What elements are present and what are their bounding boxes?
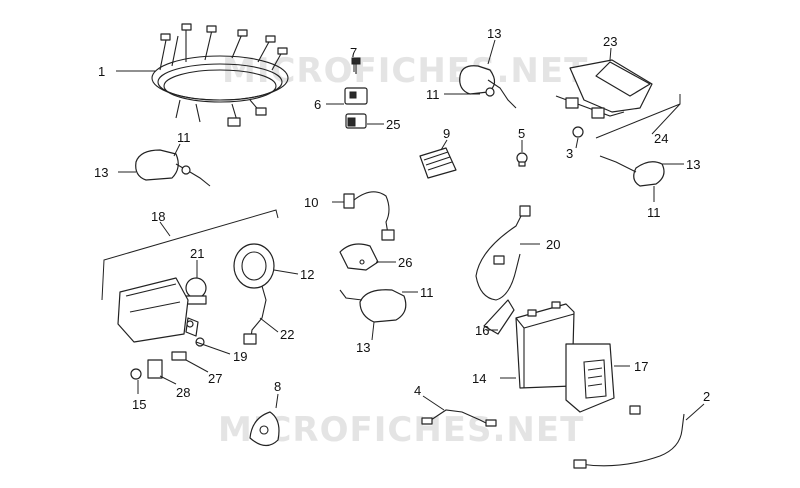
callout-13-center: 13 (356, 340, 370, 355)
callout-5: 5 (518, 126, 525, 141)
callout-16: 16 (475, 323, 489, 338)
callout-26: 26 (398, 255, 412, 270)
headlight-unit (117, 277, 189, 343)
cable-4 (421, 409, 497, 427)
headlight-bulb (185, 277, 207, 305)
callout-14: 14 (472, 371, 486, 386)
turn-signal-rear-left (339, 289, 407, 323)
callout-11-center: 11 (420, 285, 434, 300)
callout-25: 25 (386, 117, 400, 132)
callout-23: 23 (603, 34, 617, 49)
turn-signal-front-left (135, 149, 211, 187)
callout-12: 12 (300, 267, 314, 282)
watermark-top: MICROFICHES.NET (222, 51, 588, 91)
turn-signal-rear-right (599, 155, 665, 187)
callout-9: 9 (443, 126, 450, 141)
callout-11-left: 11 (177, 130, 191, 145)
bracket-26 (339, 243, 379, 271)
headlight-shell (233, 243, 275, 345)
turn-signal-front-right (459, 65, 517, 109)
callout-2: 2 (703, 389, 710, 404)
horn (249, 411, 280, 447)
callout-8: 8 (274, 379, 281, 394)
callout-13-top: 13 (487, 26, 501, 41)
callout-3: 3 (566, 146, 573, 161)
bulb-part-3 (572, 126, 584, 138)
callout-11-top: 11 (426, 87, 440, 102)
relay-assembly (344, 57, 368, 129)
wire-connector-10 (343, 191, 395, 241)
wiring-harness (151, 23, 289, 127)
assembly-bracket-18 (101, 209, 279, 301)
rear-light-bracket (555, 59, 653, 119)
battery (515, 301, 575, 389)
callout-10: 10 (304, 195, 318, 210)
callout-11-right: 11 (647, 205, 661, 220)
ground-cable-2 (573, 405, 685, 469)
cable-20 (475, 205, 531, 301)
callout-6: 6 (314, 97, 321, 112)
callout-18: 18 (151, 209, 165, 224)
callout-19: 19 (233, 349, 247, 364)
callout-28: 28 (176, 385, 190, 400)
callout-22: 22 (280, 327, 294, 342)
callout-7: 7 (350, 45, 357, 60)
callout-13-right: 13 (686, 157, 700, 172)
callout-13-left: 13 (94, 165, 108, 180)
callout-4: 4 (414, 383, 421, 398)
battery-cover (565, 343, 615, 413)
voltage-regulator (419, 147, 457, 179)
battery-bracket (483, 299, 515, 335)
callout-20: 20 (546, 237, 560, 252)
bulb-part-5 (516, 152, 528, 167)
callout-15: 15 (132, 397, 146, 412)
callout-17: 17 (634, 359, 648, 374)
callout-21: 21 (190, 246, 204, 261)
callout-1: 1 (98, 64, 105, 79)
callout-27: 27 (208, 371, 222, 386)
callout-24: 24 (654, 131, 668, 146)
